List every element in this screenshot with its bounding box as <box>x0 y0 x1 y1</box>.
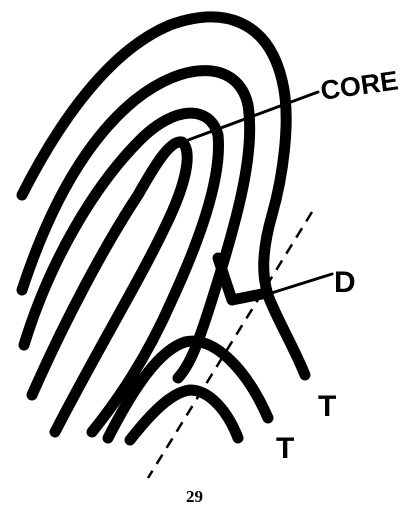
arch-ridge-2 <box>130 390 238 440</box>
delta-label: D <box>334 266 356 299</box>
core-ridge <box>32 142 187 432</box>
termination-label-upper: T <box>318 390 336 423</box>
termination-label-lower: T <box>276 432 294 465</box>
delta-ridge <box>218 258 262 300</box>
page-number: 29 <box>186 487 203 506</box>
core-label: CORE <box>319 65 400 106</box>
